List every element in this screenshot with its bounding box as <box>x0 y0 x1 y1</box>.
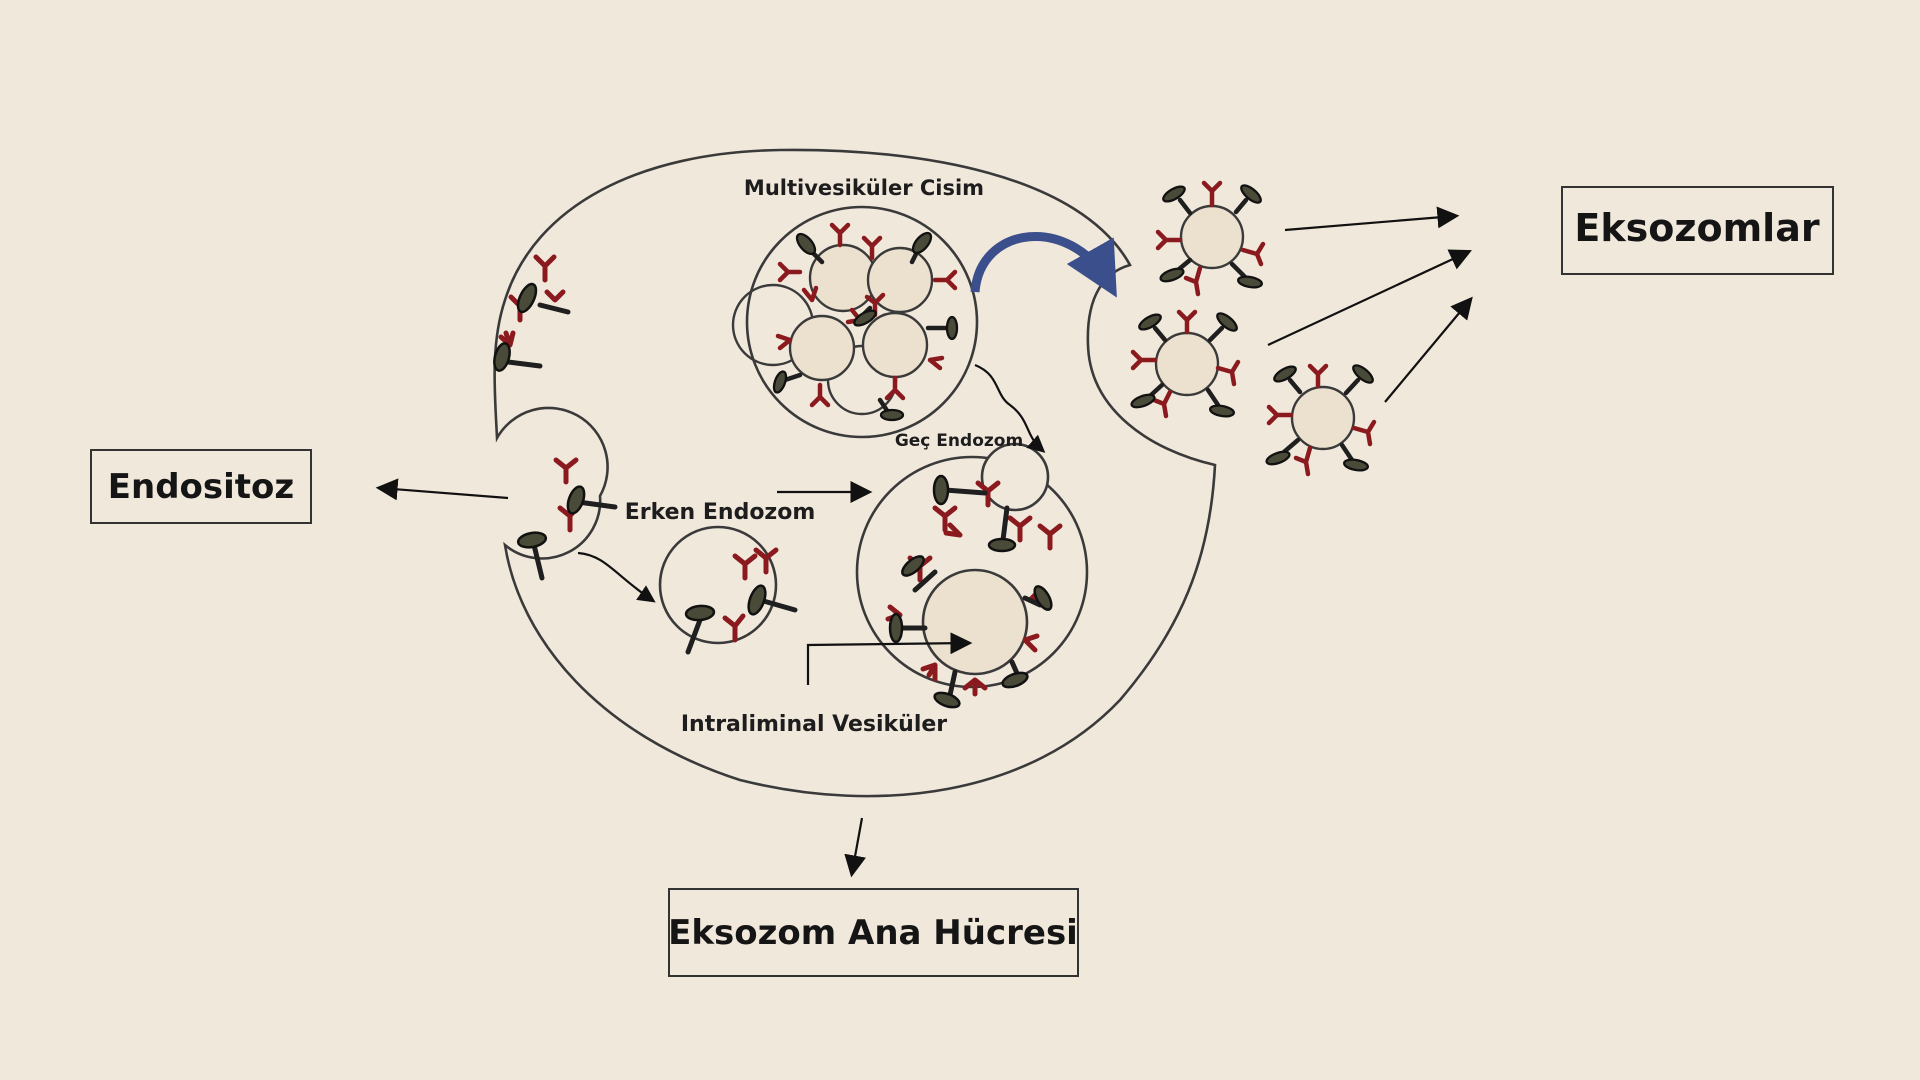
membrane-receptors <box>493 254 571 372</box>
ilv-label: Intraliminal Vesiküler <box>681 712 947 737</box>
early-endosome <box>658 525 798 655</box>
ana-hucre-box: Eksozom Ana Hücresi <box>668 888 1079 977</box>
endositoz-box: Endositoz <box>90 449 312 524</box>
multivesicular-body <box>731 205 979 439</box>
endositoz-label: Endositoz <box>108 467 294 507</box>
mvb-label: Multivesiküler Cisim <box>744 176 984 200</box>
arrow-mvb-to-late-endosome <box>974 363 1046 453</box>
arrow-to-ana-hucre <box>844 817 866 878</box>
flow-arrows <box>375 206 1473 878</box>
arrow-bud-to-early-endosome <box>577 551 656 603</box>
eksozomlar-label: Eksozomlar <box>1574 206 1819 250</box>
cell-membrane <box>493 148 1217 798</box>
endocytosis-bud-receptors <box>516 457 618 581</box>
erken-endozom-label: Erken Endozom <box>625 500 816 525</box>
late-endosome <box>855 442 1089 709</box>
released-exosome-3 <box>1265 363 1377 477</box>
gec-endozom-label: Geç Endozom <box>895 431 1023 451</box>
eksozomlar-box: Eksozomlar <box>1561 186 1834 275</box>
arrow-exosome2-out <box>1267 249 1472 346</box>
released-exosome-2 <box>1130 309 1241 419</box>
arrow-to-ilv <box>806 632 973 685</box>
arrow-exosome3-out <box>1384 296 1473 403</box>
arrow-to-endositoz <box>375 478 509 501</box>
ana-hucre-label: Eksozom Ana Hücresi <box>668 913 1078 953</box>
released-exosome-1 <box>1155 180 1266 297</box>
release-arrow <box>970 232 1117 298</box>
arrow-exosome1-out <box>1284 206 1460 232</box>
